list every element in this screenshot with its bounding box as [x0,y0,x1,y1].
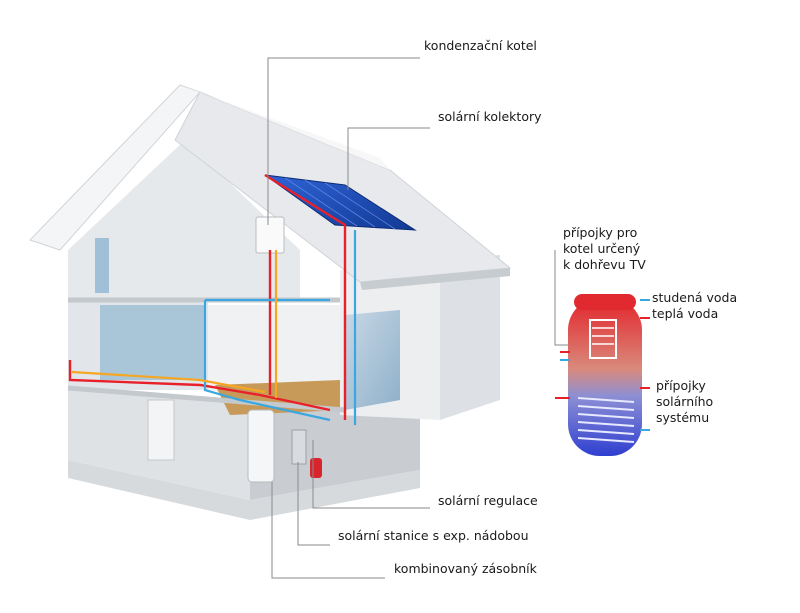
label-kombinovany-zasobnik: kombinovaný zásobník [394,561,537,576]
leader-kolektory [347,127,430,190]
door [147,399,175,461]
solar-collector [264,174,417,231]
collector-grid [304,179,376,228]
upper-window [95,238,109,293]
left-gable-wall [68,140,300,300]
basement-wall-right [250,390,420,500]
return-pipe [71,370,266,394]
condensing-boiler [255,216,285,254]
leader-zasobnik [271,482,385,579]
leader-pripojky-kotel [554,250,568,346]
expansion-vessel [310,458,322,478]
tank-top [574,294,636,310]
leader-lines [267,57,568,579]
right-side-wall [440,255,500,420]
bay-window [345,310,400,410]
label-kondenzacni-kotel: kondenzační kotel [424,38,537,53]
collector-grid [324,182,396,230]
label-pripojky-kotel: přípojky pro kotel určený k dohřevu TV [563,225,646,272]
upper-coil [589,319,617,359]
hot-pipe [264,173,347,420]
label-solarni-regulace: solární regulace [438,493,538,508]
basement-slab [67,385,346,413]
ground-slab [68,460,420,520]
roof-edge [360,268,510,290]
hot-pipe [68,360,331,412]
leader-stanice [297,462,330,546]
living-room [208,305,340,400]
label-solarni-kolektory: solární kolektory [438,109,542,124]
combi-storage-tank [555,294,650,456]
bathroom-tiles [100,305,205,380]
solar-station [291,429,307,465]
storage-tank-house [247,409,275,483]
solar-coil [577,397,635,443]
label-studena-tepla-voda: studená voda teplá voda [652,290,738,321]
collector-grid [284,177,358,227]
cold-pipe [203,300,331,422]
label-pripojky-solar: přípojky solárního systému [656,378,714,425]
house [29,84,512,520]
leader-kotel [267,57,420,225]
label-solarni-stanice: solární stanice s exp. nádobou [338,528,529,543]
leader-regulace [312,440,430,509]
